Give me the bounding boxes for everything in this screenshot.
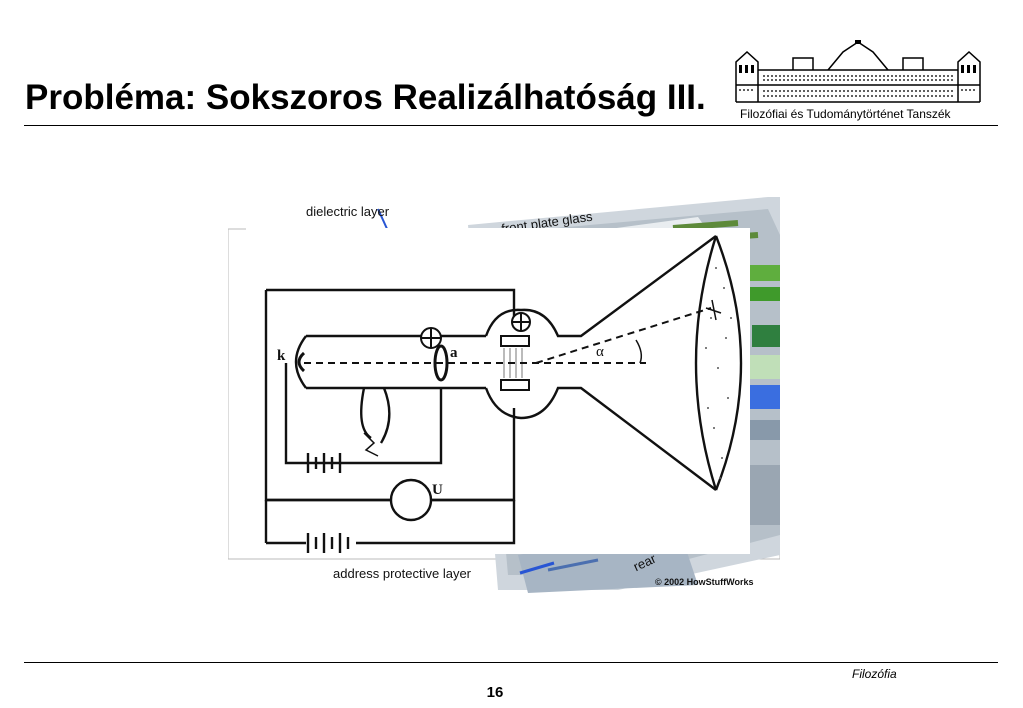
label-anode: a bbox=[450, 345, 458, 361]
page-number: 16 bbox=[486, 684, 504, 701]
label-voltmeter: U bbox=[432, 482, 443, 498]
header-divider bbox=[24, 125, 998, 126]
label-dielectric-layer: dielectric layer bbox=[306, 204, 390, 219]
label-address-protective-layer: address protective layer bbox=[333, 566, 472, 581]
label-cathode: k bbox=[277, 348, 286, 364]
crt-illustration bbox=[246, 228, 750, 554]
department-name: Filozófiai és Tudománytörténet Tanszék bbox=[740, 107, 951, 121]
copyright-notice: © 2002 HowStuffWorks bbox=[655, 577, 754, 587]
university-building-logo bbox=[733, 40, 983, 106]
footer-subject: Filozófia bbox=[852, 667, 897, 681]
crt-diagram: k a α U bbox=[246, 228, 750, 554]
label-angle: α bbox=[596, 344, 604, 360]
slide-title: Probléma: Sokszoros Realizálhatóság III. bbox=[25, 78, 706, 117]
footer-divider bbox=[24, 662, 998, 663]
